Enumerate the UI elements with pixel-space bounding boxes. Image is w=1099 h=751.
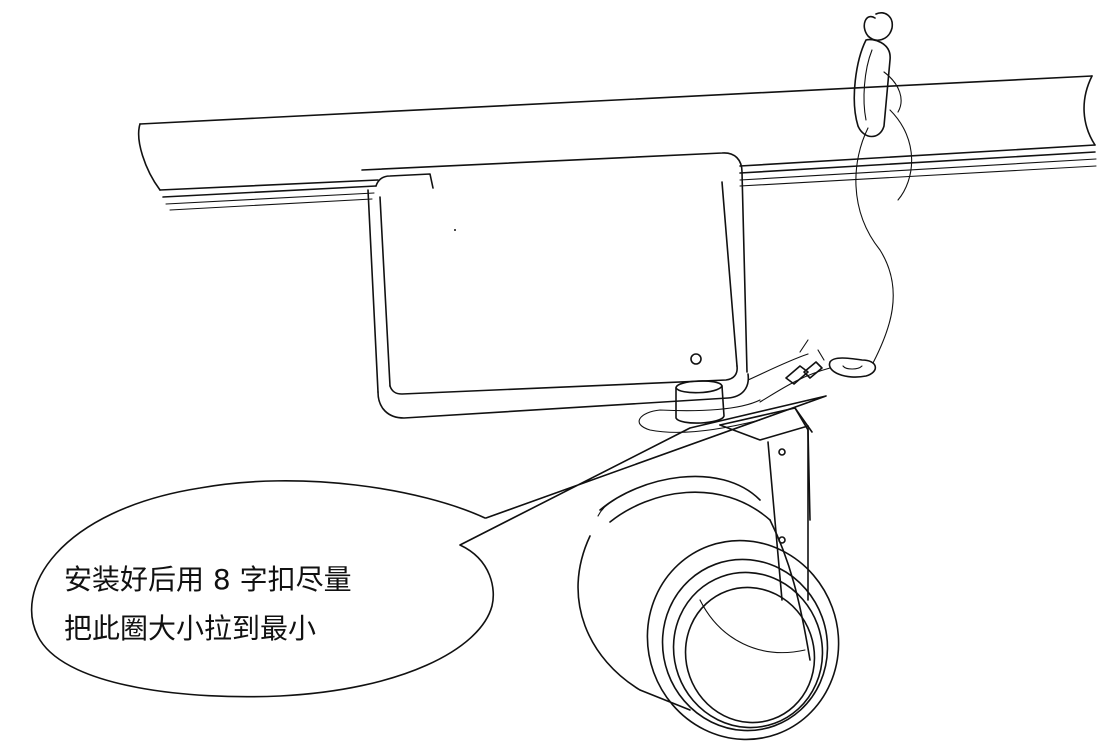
driver-box — [361, 152, 750, 419]
callout-text-line1: 安装好后用 8 字扣尽量 — [64, 563, 352, 596]
track-rail — [137, 75, 1097, 211]
safety-cable — [638, 12, 913, 433]
spotlight-head — [577, 475, 840, 741]
adapter-block — [675, 380, 725, 424]
callout-text-line2: 把此圈大小拉到最小 — [64, 612, 316, 645]
mounting-bracket — [719, 407, 813, 601]
callout-bubble — [30, 395, 827, 698]
